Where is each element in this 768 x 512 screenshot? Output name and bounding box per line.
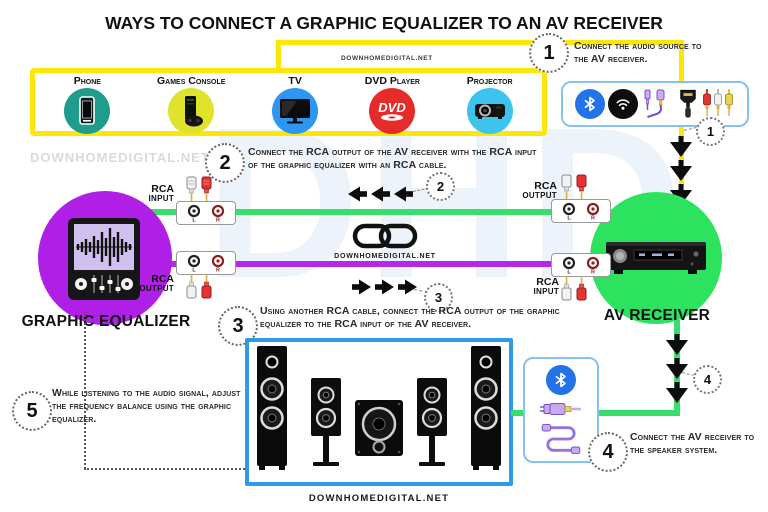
left-arrows — [348, 184, 414, 204]
source-label: Phone — [73, 75, 101, 87]
step-1-number: 1 — [543, 41, 555, 64]
bluetooth-icon — [575, 89, 605, 119]
source-label: DVD Player — [364, 75, 420, 87]
step-2-small-marker: 2 — [426, 172, 455, 201]
rca-plug-pair-icon — [184, 176, 214, 202]
input-word: INPUT — [533, 287, 559, 297]
bluetooth-icon — [546, 365, 576, 395]
source-label: TV — [288, 75, 302, 87]
source-label: Projector — [466, 75, 513, 87]
phone-icon — [64, 88, 111, 134]
step-2-number: 2 — [219, 151, 231, 174]
jack-left-label: L — [192, 267, 196, 273]
step-5-number: 5 — [26, 399, 38, 422]
av-receiver-label: AV RECEIVER — [603, 307, 711, 324]
rca-input-label-receiver: RCA INPUT — [517, 276, 560, 297]
output-word: OUTPUT — [522, 191, 557, 201]
rca-input-label-equalizer: RCA INPUT — [128, 183, 175, 204]
input-word: INPUT — [148, 194, 174, 204]
step-2-text: Connect the RCA output of the AV receive… — [248, 146, 537, 172]
rca-plug-pair-icon — [559, 275, 589, 301]
yellow-wire-top — [276, 40, 684, 45]
graphic-equalizer-icon — [67, 217, 141, 301]
jack-right-label: R — [591, 269, 595, 275]
patch-cable-icon — [539, 423, 583, 455]
rca-word: RCA — [536, 276, 559, 288]
rca-plug-pair-icon — [184, 273, 214, 299]
step-1-marker: 1 — [529, 33, 569, 73]
step-3-number: 3 — [232, 314, 244, 337]
watermark-bottom: DOWNHOMEDIGITAL.NET — [308, 493, 450, 504]
source-label: Games Console — [157, 75, 226, 87]
rca-word: RCA — [534, 180, 557, 192]
source-connectors-box — [561, 81, 749, 127]
step-4-number: 4 — [602, 440, 614, 463]
jack-left-label: L — [192, 217, 196, 223]
rca-plug-pair-icon — [559, 174, 589, 200]
watermark-center: DOWNHOMEDIGITAL.NET — [334, 253, 436, 260]
jack-left-label: L — [567, 269, 571, 275]
dvd-logo-text: DVD — [379, 100, 407, 115]
rca-jack-panel: L R — [551, 253, 611, 277]
jack-right-label: R — [216, 267, 220, 273]
step-4-small-number: 4 — [703, 372, 712, 387]
step-2-small-number: 2 — [436, 179, 445, 194]
source-tv: TV — [272, 75, 319, 134]
watermark-top: DOWNHOMEDIGITAL.NET — [341, 55, 433, 62]
projector-icon — [466, 88, 513, 134]
step-3-text: Using another RCA cable, connect the RCA… — [260, 305, 560, 331]
av-receiver-icon — [604, 236, 708, 280]
page-title: WAYS TO CONNECT A GRAPHIC EQUALIZER TO A… — [105, 13, 663, 33]
speaker-connectors-box — [523, 357, 599, 463]
rca-cables-icon — [701, 88, 735, 120]
step-5-marker: 5 — [12, 391, 52, 431]
step-4-marker: 4 — [588, 432, 628, 472]
speaker-system-icon — [249, 342, 509, 476]
aux-jack-icon — [641, 88, 675, 120]
graphic-equalizer-label: GRAPHIC EQUALIZER — [21, 313, 191, 330]
step-3-small-number: 3 — [434, 290, 443, 305]
speaker-system-box — [245, 338, 513, 486]
rca-output-label-receiver: RCA OUTPUT — [513, 180, 557, 201]
step-5-text: While listening to the audio signal, adj… — [52, 387, 241, 426]
jack-right-label: R — [591, 215, 595, 221]
step-4-small-marker: 4 — [693, 365, 722, 394]
jack-left-label: L — [567, 215, 571, 221]
down-arrows-green — [663, 334, 691, 404]
dotted-route-horizontal — [84, 468, 260, 470]
dotted-route-vertical — [84, 311, 86, 469]
rca-jack-panel: L R — [176, 251, 236, 275]
audio-sources-box: Phone Games Console — [30, 68, 547, 136]
source-projector: Projector — [466, 75, 513, 134]
source-dvd-player: DVD Player DVD — [365, 75, 420, 134]
step-3-small-marker: 3 — [424, 283, 453, 312]
jack-right-label: R — [216, 217, 220, 223]
step-2-marker: 2 — [205, 143, 245, 183]
rca-word: RCA — [151, 183, 174, 195]
chain-link-icon — [352, 221, 418, 251]
watermark-left: DOWNHOMEDIGITAL.NET — [30, 150, 210, 165]
rca-jack-panel: L R — [176, 201, 236, 225]
dvd-icon: DVD — [369, 88, 416, 134]
step-4-text: Connect the AV receiver to the speaker s… — [630, 431, 755, 457]
purple-rca-line — [130, 261, 610, 267]
right-arrows — [352, 277, 418, 297]
wifi-icon — [608, 89, 638, 119]
source-phone: Phone — [64, 75, 111, 134]
rca-word: RCA — [151, 273, 174, 285]
hdmi-icon — [678, 87, 698, 121]
speaker-wire-icon — [539, 400, 583, 418]
green-rca-line — [130, 209, 610, 215]
yellow-wire-stub — [276, 40, 281, 68]
step-1-small-number: 1 — [706, 124, 715, 139]
tv-icon — [272, 88, 319, 134]
rca-output-label-equalizer: RCA OUTPUT — [122, 273, 174, 294]
step-1-text: Connect the audio source to the AV recei… — [574, 40, 702, 66]
step-1-small-marker: 1 — [696, 117, 725, 146]
source-games-console: Games Console — [157, 75, 225, 134]
games-console-icon — [168, 88, 215, 134]
rca-jack-panel: L R — [551, 199, 611, 223]
output-word: OUTPUT — [139, 284, 174, 294]
